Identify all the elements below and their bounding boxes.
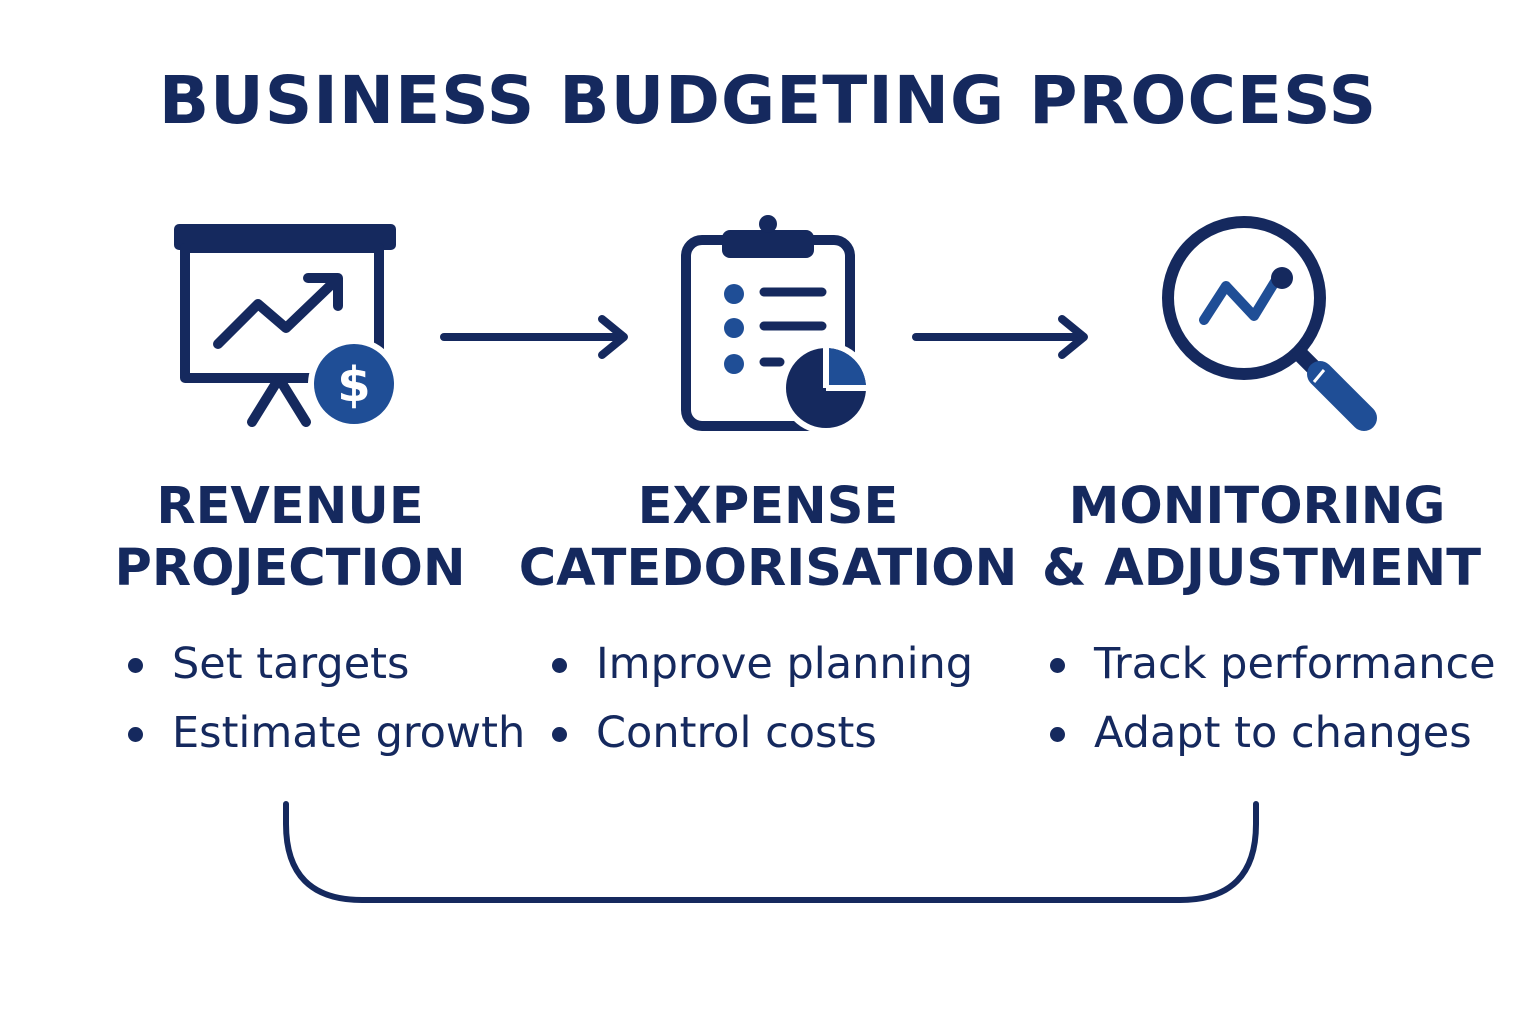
feedback-loop-bracket — [270, 790, 1270, 915]
step-title-line: MONITORING — [1068, 477, 1446, 536]
page-title: BUSINESS BUDGETING PROCESS — [158, 62, 1378, 139]
step-title-line: REVENUE — [156, 477, 424, 536]
arrow-right-icon — [910, 312, 1094, 367]
list-item: Set targets — [126, 630, 525, 699]
list-item: Control costs — [550, 699, 973, 768]
list-item: Improve planning — [550, 630, 973, 699]
presentation-board-chart-dollar-icon: $ — [168, 220, 408, 432]
clipboard-checklist-pie-chart-icon — [676, 212, 876, 436]
step-title-monitoring-adjustment: MONITORING & ADJUSTMENT — [1042, 476, 1482, 600]
step-title-line: CATEDORISATION — [518, 539, 1018, 598]
svg-text:$: $ — [337, 357, 370, 413]
arrow-right-icon — [438, 312, 634, 367]
list-item: Estimate growth — [126, 699, 525, 768]
step-title-revenue-projection: REVENUE PROJECTION — [90, 476, 490, 600]
list-item: Adapt to changes — [1048, 699, 1496, 768]
monitoring-bullet-list: Track performance Adapt to changes — [1048, 630, 1496, 768]
step-title-line: PROJECTION — [114, 539, 466, 598]
expense-bullet-list: Improve planning Control costs — [550, 630, 973, 768]
step-title-expense-catedorisation: EXPENSE CATEDORISATION — [518, 476, 1018, 600]
magnifying-glass-trend-icon — [1158, 212, 1384, 434]
step-title-line: & ADJUSTMENT — [1042, 539, 1482, 598]
list-item: Track performance — [1048, 630, 1496, 699]
revenue-bullet-list: Set targets Estimate growth — [126, 630, 525, 768]
step-title-line: EXPENSE — [637, 477, 899, 536]
